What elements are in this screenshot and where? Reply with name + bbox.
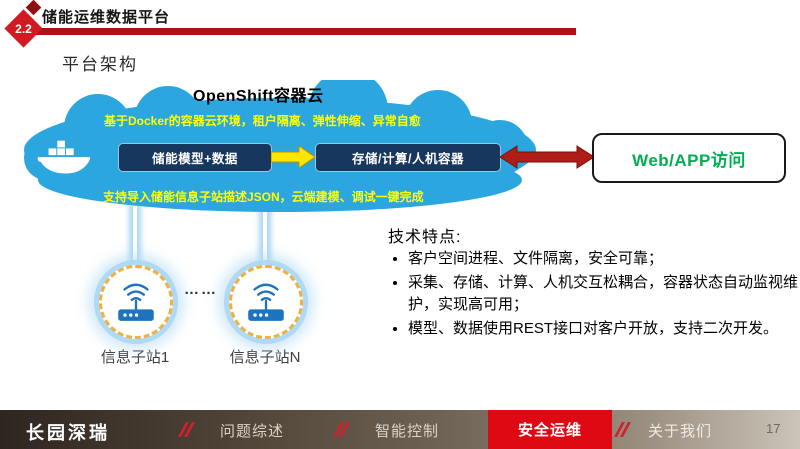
footer-nav-about-us[interactable]: 关于我们 bbox=[647, 423, 712, 440]
title-underline-bar bbox=[28, 28, 576, 35]
page-title: 储能运维数据平台 bbox=[42, 9, 171, 26]
yellow-arrow-icon bbox=[271, 146, 316, 168]
features-title: 技术特点: bbox=[388, 229, 462, 246]
wifi-router-icon bbox=[248, 283, 284, 321]
footer-nav-safe-operation-active[interactable]: 安全运维 bbox=[488, 410, 612, 449]
substation-label-1: 信息子站1 bbox=[100, 349, 170, 366]
slide-subtitle: 平台架构 bbox=[62, 55, 138, 74]
feature-bullet: 采集、存储、计算、人机交互松耦合，容器状态自动监视维护，实现高可用； bbox=[408, 272, 800, 315]
docker-whale-icon bbox=[37, 140, 91, 174]
double-arrow-icon bbox=[500, 145, 594, 169]
features-list: 客户空间进程、文件隔离，安全可靠； 采集、存储、计算、人机交互松耦合，容器状态自… bbox=[386, 248, 800, 342]
wifi-router-icon bbox=[118, 283, 154, 321]
connector-line-2 bbox=[263, 206, 267, 270]
feature-bullet: 客户空间进程、文件隔离，安全可靠； bbox=[408, 248, 800, 269]
cloud-title: OpenShift容器云 bbox=[193, 88, 324, 105]
web-app-access-box: Web/APP访问 bbox=[592, 133, 786, 183]
feature-bullet: 模型、数据使用REST接口对客户开放，支持二次开发。 bbox=[408, 318, 800, 339]
substation-label-n: 信息子站N bbox=[229, 349, 301, 366]
page-number: 17 bbox=[766, 421, 781, 436]
footer-bar bbox=[0, 410, 800, 449]
footer-nav-intelligent-control[interactable]: 智能控制 bbox=[374, 423, 439, 440]
nav-separator-icon bbox=[178, 422, 195, 437]
footer-nav-overview[interactable]: 问题综述 bbox=[219, 423, 284, 440]
company-logo: 长园深瑞 bbox=[26, 423, 110, 443]
connector-line-1 bbox=[133, 206, 137, 270]
node-storage-compute: 存储/计算/人机容器 bbox=[315, 143, 501, 172]
ellipsis-more-nodes: …… bbox=[184, 281, 218, 298]
cloud-caption-bottom: 支持导入储能信息子站描述JSON，云端建模、调试一键完成 bbox=[103, 190, 424, 204]
section-number: 2.2 bbox=[15, 21, 32, 36]
substation-node-n bbox=[229, 265, 303, 339]
section-number-badge: 2.2 bbox=[4, 9, 43, 48]
substation-node-1 bbox=[99, 265, 173, 339]
nav-separator-icon bbox=[333, 422, 350, 437]
cloud-caption-top: 基于Docker的容器云环境，租户隔离、弹性伸缩、异常自愈 bbox=[104, 114, 421, 128]
node-model-data: 储能模型+数据 bbox=[118, 143, 272, 172]
